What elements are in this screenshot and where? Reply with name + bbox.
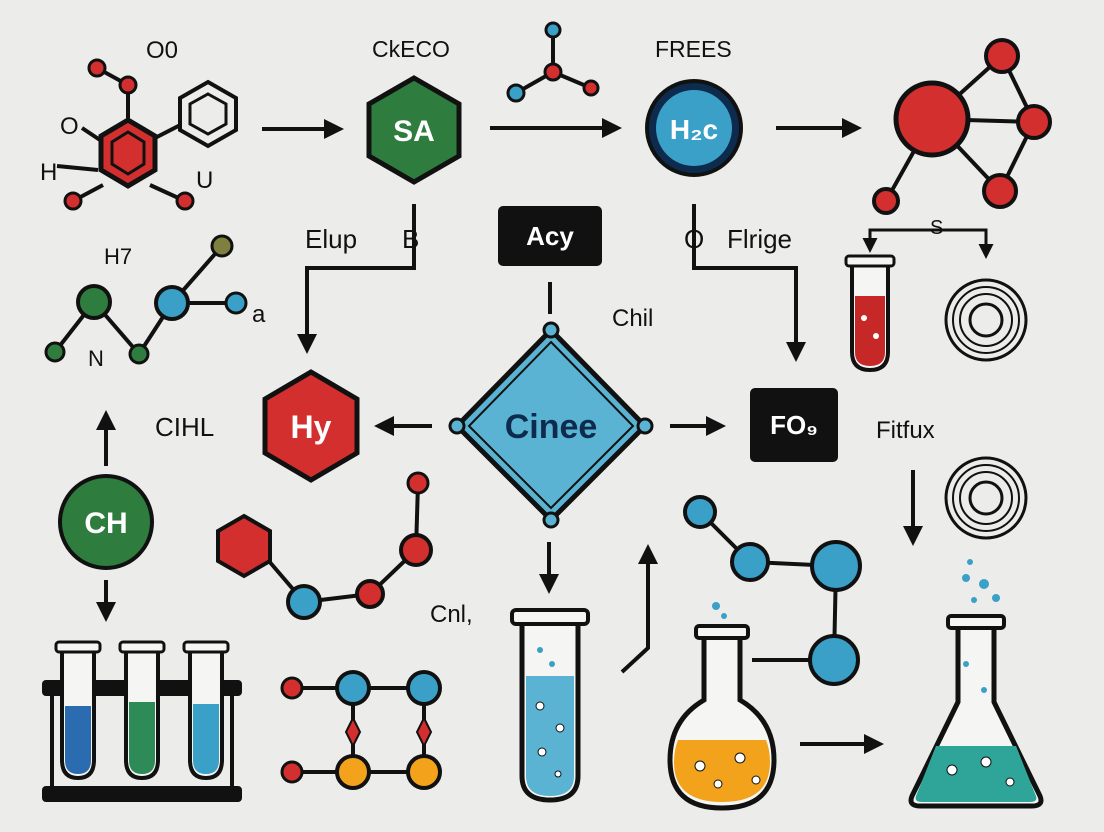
label-ckeco: CkECO [372, 36, 450, 62]
label-n: N [88, 346, 104, 371]
label-s: S [930, 217, 943, 239]
connector-sa-to-hy [297, 204, 416, 354]
node-fog-text: FO₉ [770, 410, 818, 440]
label-b: B [402, 224, 419, 254]
benzene-atoms [63, 58, 195, 211]
fog-box [750, 388, 838, 462]
test-tube-rack [42, 640, 242, 802]
node-sa-text: SA [393, 115, 435, 148]
test-tube-red [844, 254, 896, 373]
node-acy-text: Acy [526, 221, 574, 251]
round-flask-orange [667, 602, 777, 811]
label-flrige: Flrige [727, 224, 792, 254]
benzene-molecule [56, 66, 238, 203]
erlenmeyer-flask-teal [908, 559, 1044, 809]
hex-chain-molecule [216, 471, 433, 620]
ring-diagram-bottom [944, 456, 1028, 540]
blue-chain-molecule [683, 495, 862, 686]
label-u: U [196, 167, 213, 194]
label-a: a [252, 301, 266, 328]
sa-hexagon [366, 75, 462, 185]
label-elup: Elup [305, 224, 357, 254]
label-h-left: H [40, 159, 57, 186]
small-molecule-top [506, 21, 600, 103]
node-hy-text: Hy [291, 409, 332, 445]
node-cinee-text: Cinee [505, 408, 598, 446]
acy-box [498, 206, 602, 266]
test-tube-blue [510, 608, 590, 803]
s-bracket [868, 228, 994, 259]
label-o-left: O [60, 113, 79, 140]
connector-up-from-tube [620, 544, 658, 674]
label-fitfux: Fitfux [876, 417, 935, 444]
node-ch-text: CH [84, 507, 127, 540]
label-h7: H7 [104, 244, 132, 269]
cinee-diamond [448, 321, 654, 529]
node-h2c-text: H₂c [670, 114, 718, 145]
ladder-molecule [280, 670, 442, 790]
label-cnl: Cnl, [430, 601, 473, 628]
label-chil: Chil [612, 305, 653, 332]
ring-diagram-top [944, 278, 1028, 362]
label-cihl: CIHL [155, 412, 214, 442]
h2c-inner [656, 90, 732, 166]
connector-h2c-to-fog [692, 204, 806, 362]
ch-circle [58, 474, 154, 570]
hy-hexagon [262, 369, 360, 483]
label-frees: FREES [655, 36, 732, 62]
label-o0: O0 [146, 37, 178, 64]
red-network-molecule [872, 38, 1052, 215]
h7-molecule [44, 234, 248, 365]
